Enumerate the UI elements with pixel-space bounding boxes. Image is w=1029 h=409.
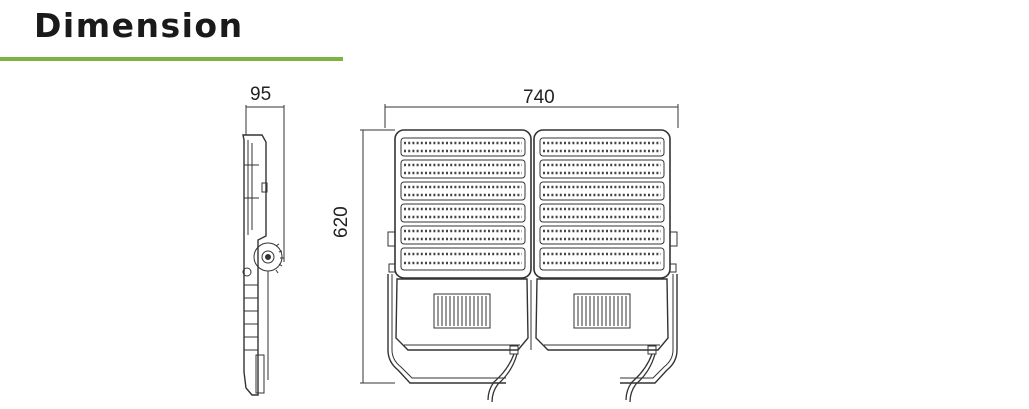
bracket-pivot-hub [261, 250, 275, 264]
side-screw [242, 267, 252, 277]
height-dimension-label: 620 [331, 206, 352, 238]
left-led-panel [394, 129, 532, 279]
right-cable [625, 353, 653, 401]
front-view [360, 104, 679, 403]
right-driver-vent [573, 293, 631, 329]
title-underline [0, 57, 343, 61]
side-housing [242, 134, 267, 396]
bracket-left-arm [387, 274, 506, 384]
right-led-panel [533, 129, 671, 279]
side-vent [261, 182, 268, 193]
left-mount-tab [387, 231, 396, 247]
side-view [242, 105, 285, 396]
led-module-rows [400, 137, 665, 271]
left-mount-tab-lower [388, 263, 396, 273]
depth-dimension-label: 95 [250, 84, 272, 105]
bracket-right-arm [620, 274, 678, 384]
left-cable [487, 353, 515, 401]
right-mount-tab [669, 231, 678, 247]
side-bracket-foot [255, 354, 265, 394]
width-dimension-label: 740 [523, 87, 555, 108]
left-driver-vent [433, 293, 491, 329]
right-driver-box [535, 278, 669, 351]
right-mount-tab-lower [669, 263, 677, 273]
section-title: Dimension [34, 6, 244, 45]
vent-slats [437, 296, 627, 326]
led-dots [404, 141, 661, 265]
